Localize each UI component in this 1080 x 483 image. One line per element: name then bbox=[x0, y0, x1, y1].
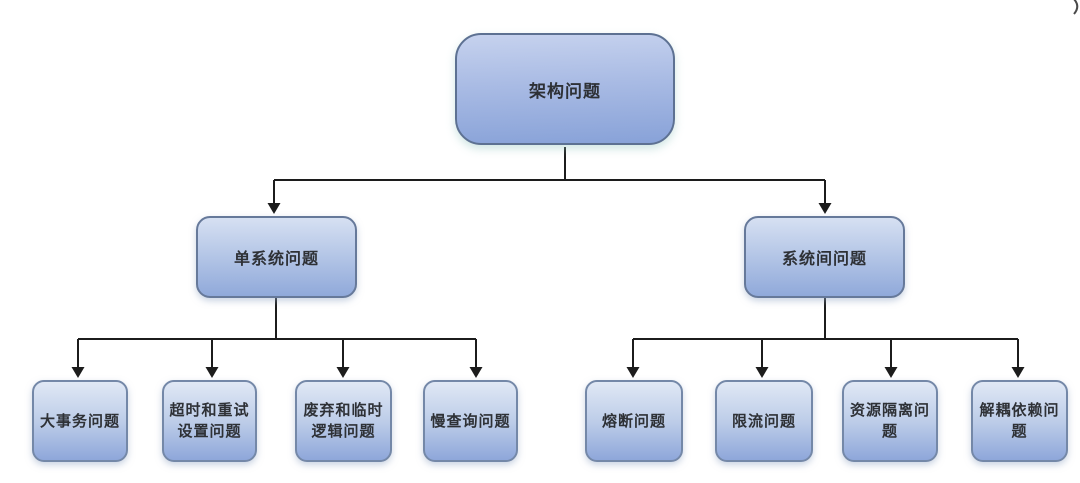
node-timeout-retry-settings-problem: 超时和重试设置问题 bbox=[162, 380, 257, 462]
node-label: 架构问题 bbox=[529, 81, 601, 101]
node-resource-isolation-problem: 资源隔离问题 bbox=[842, 380, 938, 462]
node-label: 系统间问题 bbox=[781, 251, 867, 268]
node-label: 超时和重试设置问题 bbox=[169, 402, 250, 440]
node-big-transaction-problem: 大事务问题 bbox=[32, 380, 128, 462]
node-label: 限流问题 bbox=[731, 412, 796, 430]
node-slow-query-problem: 慢查询问题 bbox=[423, 380, 518, 462]
node-deprecated-temp-logic-problem: 废弃和临时逻辑问题 bbox=[295, 380, 392, 462]
node-label: 资源隔离问题 bbox=[849, 402, 930, 440]
node-rate-limiting-problem: 限流问题 bbox=[715, 380, 813, 462]
node-label: 慢查询问题 bbox=[430, 412, 511, 430]
node-circuit-breaker-problem: 熔断问题 bbox=[585, 380, 683, 462]
node-inter-system-problems: 系统间问题 bbox=[744, 216, 905, 298]
node-label: 单系统问题 bbox=[233, 251, 319, 268]
node-label: 大事务问题 bbox=[39, 412, 120, 430]
node-label: 熔断问题 bbox=[601, 412, 666, 430]
node-architecture-problems: 架构问题 bbox=[455, 33, 675, 145]
node-label: 废弃和临时逻辑问题 bbox=[303, 402, 384, 440]
node-decouple-dependency-problem: 解耦依赖问题 bbox=[971, 380, 1068, 462]
corner-artifact bbox=[1073, 0, 1079, 15]
node-label: 解耦依赖问题 bbox=[979, 402, 1060, 440]
node-single-system-problems: 单系统问题 bbox=[196, 216, 357, 298]
